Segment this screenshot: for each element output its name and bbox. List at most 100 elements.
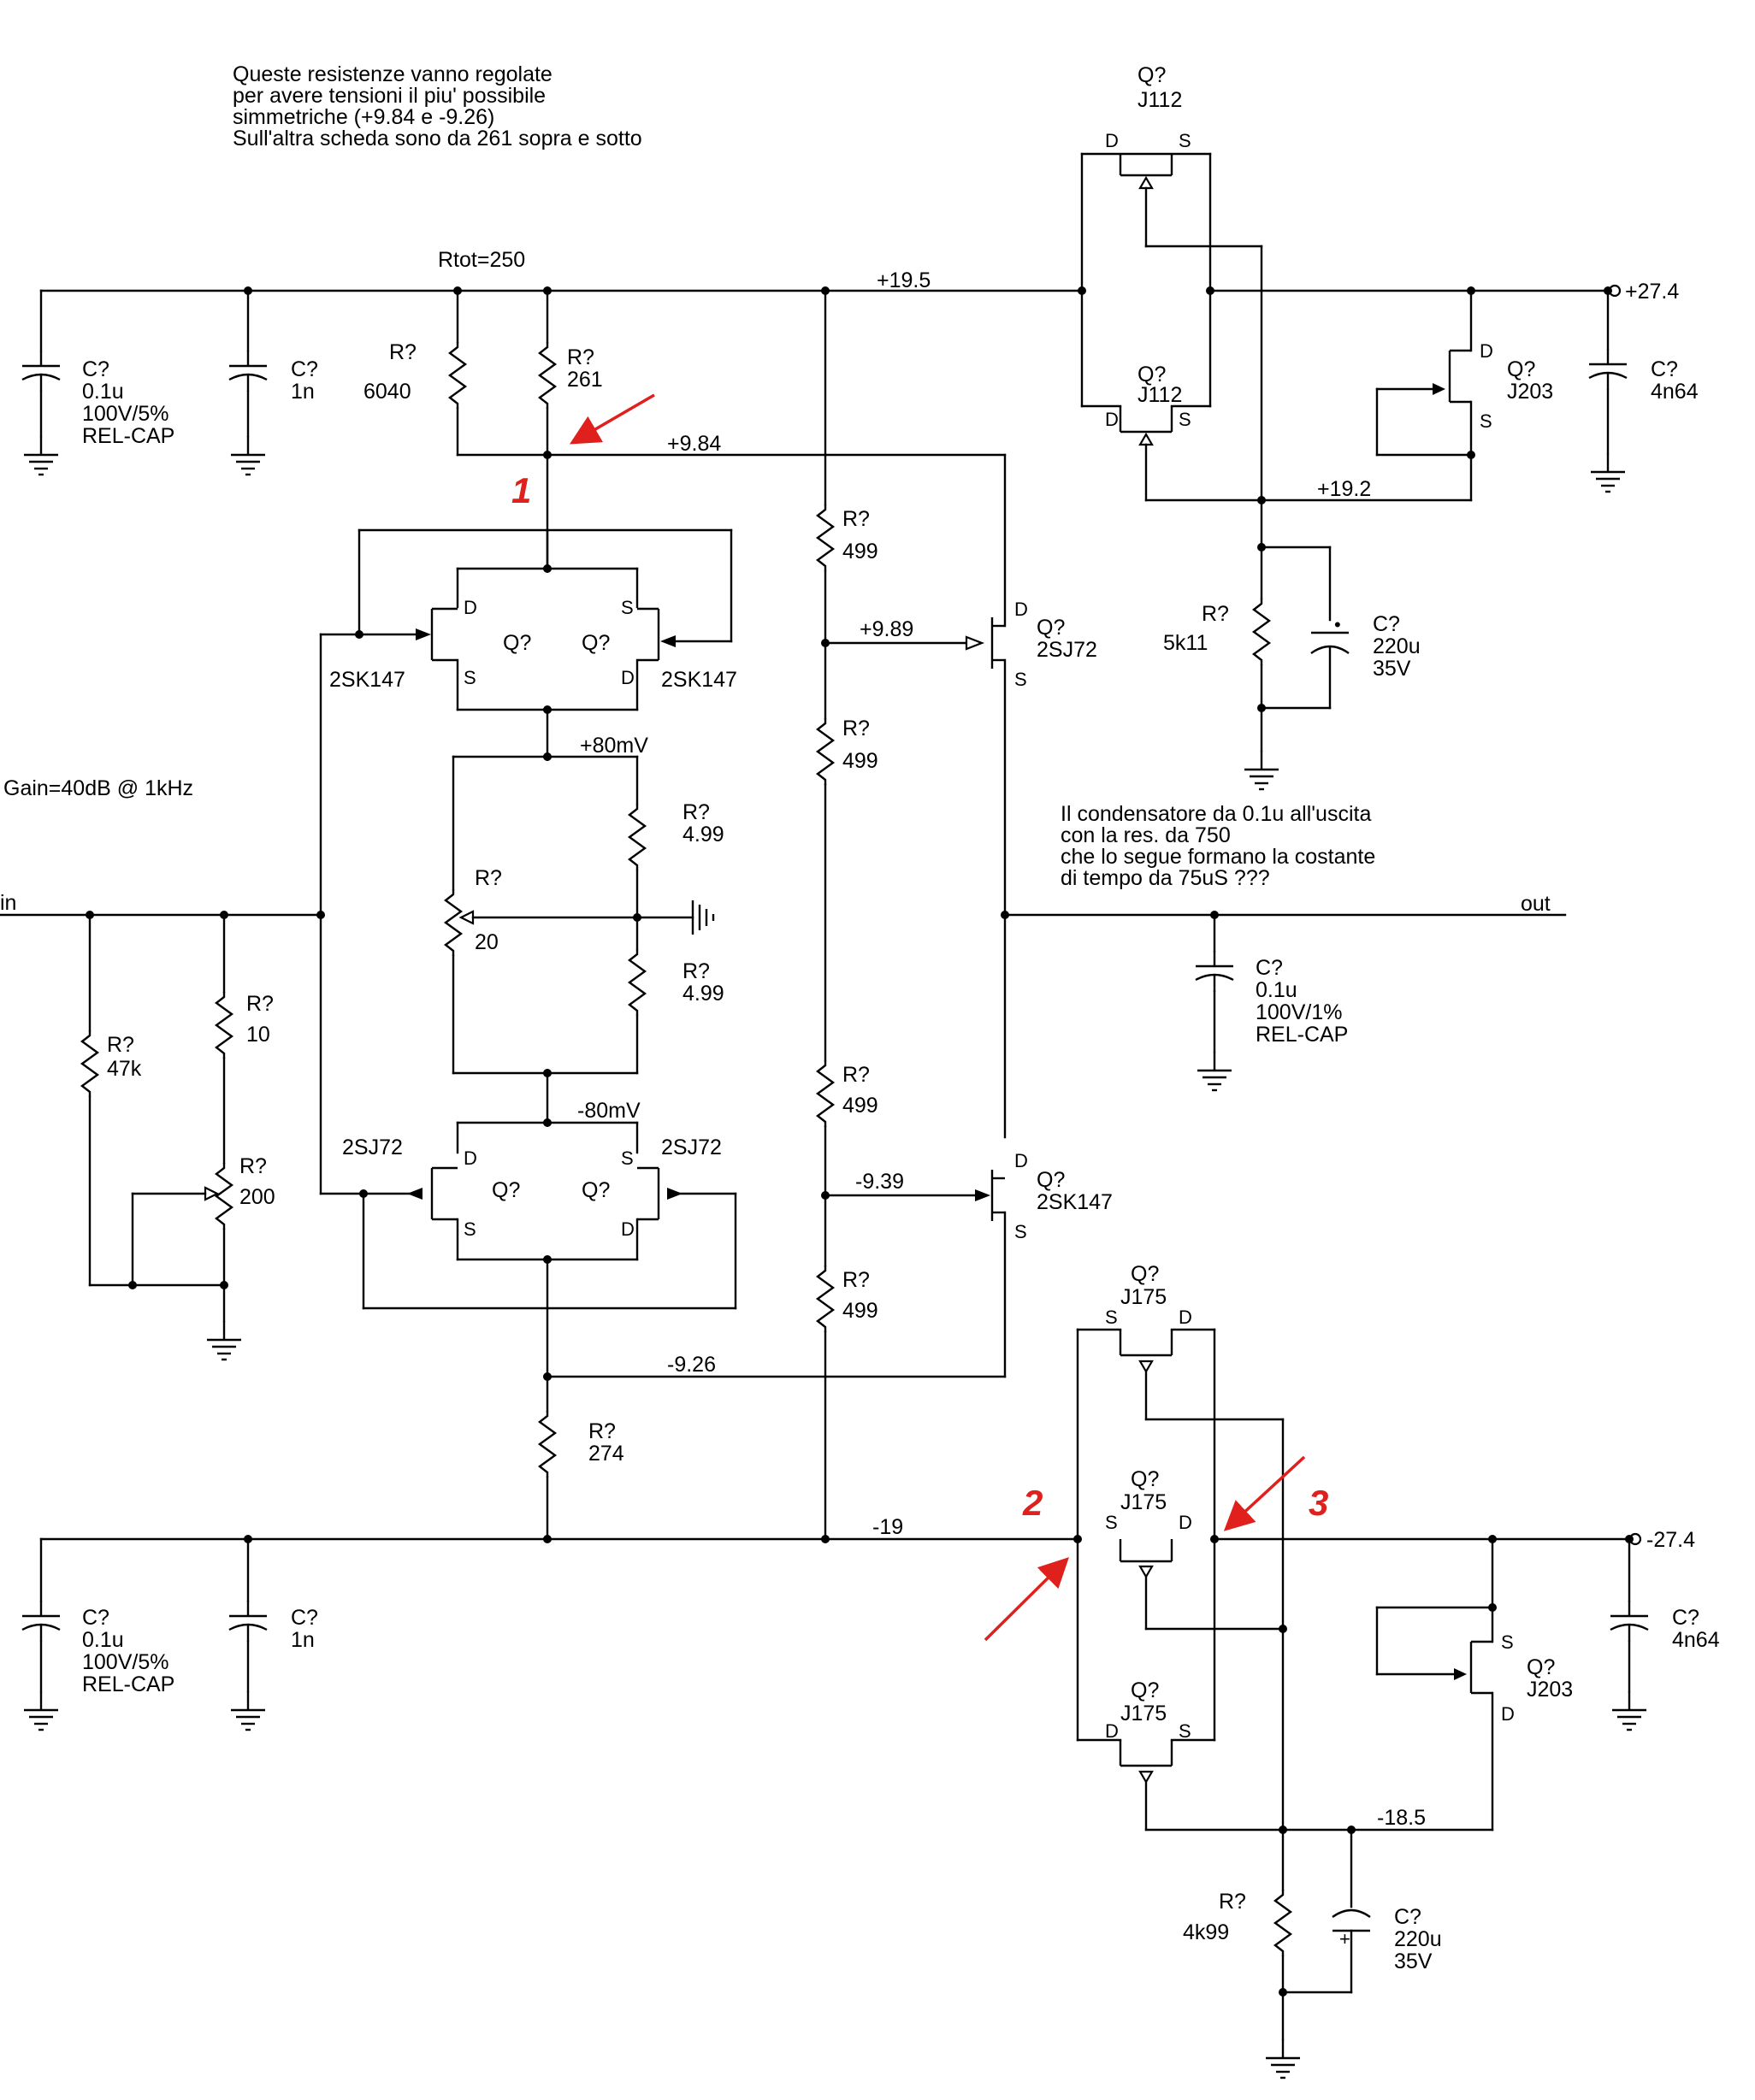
q-designator: Q?	[1131, 1678, 1159, 1702]
res-designator: R?	[682, 959, 710, 983]
net-label: -18.5	[1377, 1806, 1426, 1830]
res-designator: R?	[842, 1268, 870, 1292]
pin-label: D	[621, 667, 635, 688]
cap-value: 220u	[1394, 1927, 1442, 1951]
net-label: +9.89	[860, 617, 913, 641]
annotation-arrow-2	[984, 1557, 1069, 1642]
vpos-label: +27.4	[1625, 280, 1679, 304]
annotation-arrow-3	[1223, 1455, 1306, 1531]
note-right-line: che lo segue formano la costante	[1061, 845, 1375, 869]
part-number: J112	[1138, 88, 1182, 112]
cap-value: 0.1u	[1256, 978, 1297, 1002]
svg-text:•: •	[1334, 614, 1341, 635]
annotation-marker-1: 1	[511, 470, 531, 510]
pin-label: D	[621, 1218, 635, 1240]
part-number: J203	[1507, 380, 1553, 404]
note-top-line: simmetriche (+9.84 e -9.26)	[233, 105, 494, 129]
res-designator: R?	[588, 1419, 616, 1443]
net-label: -9.39	[855, 1170, 904, 1194]
cap-designator: C?	[291, 357, 318, 381]
net-label: +19.5	[877, 268, 931, 292]
cap-rating: 100V/5%	[82, 1650, 168, 1674]
cap-type: REL-CAP	[82, 1672, 174, 1696]
annotation-marker-2: 2	[1022, 1483, 1043, 1523]
pin-label: S	[1105, 1512, 1118, 1533]
q-designator: Q?	[582, 631, 610, 655]
res-designator: R?	[1202, 602, 1229, 626]
annotation-arrow-1	[569, 393, 655, 445]
vneg-label: -27.4	[1646, 1528, 1695, 1552]
pin-label: S	[464, 1218, 476, 1240]
res-designator: R?	[475, 866, 502, 890]
pin-label: D	[464, 1147, 477, 1169]
net-label: +9.84	[667, 432, 721, 456]
res-value: 4k99	[1183, 1920, 1229, 1944]
note-top-line: per avere tensioni il piu' possibile	[233, 84, 546, 108]
pin-label: S	[1179, 409, 1191, 430]
q-designator: Q?	[1131, 1467, 1159, 1491]
pin-label: S	[621, 597, 634, 618]
svg-text:+: +	[1339, 1928, 1350, 1950]
res-value: 10	[246, 1023, 270, 1047]
pin-label: S	[1105, 1307, 1118, 1328]
part-number: 2SJ72	[1037, 638, 1097, 662]
res-designator: R?	[239, 1154, 267, 1178]
cap-rating: 100V/1%	[1256, 1000, 1342, 1024]
part-number: J203	[1527, 1678, 1573, 1702]
net-label: +19.2	[1317, 477, 1371, 501]
net-label: +80mV	[580, 734, 648, 758]
res-value: 499	[842, 749, 878, 773]
pin-label: S	[1179, 1720, 1191, 1742]
out-label: out	[1521, 892, 1551, 916]
pin-label: D	[1014, 599, 1028, 620]
cap-designator: C?	[1672, 1606, 1699, 1630]
note-top-line: Queste resistenze vanno regolate	[233, 62, 552, 86]
res-value: 4.99	[682, 982, 724, 1006]
pin-label: D	[1014, 1150, 1028, 1171]
pin-label: S	[1501, 1631, 1514, 1653]
res-value: 499	[842, 1094, 878, 1118]
cap-designator: C?	[82, 357, 109, 381]
in-label: in	[0, 891, 16, 915]
cap-value: 4n64	[1672, 1628, 1720, 1652]
res-value: 499	[842, 540, 878, 563]
cap-designator: C?	[1651, 357, 1678, 381]
q-designator: Q?	[1037, 1168, 1065, 1192]
note-right-line: con la res. da 750	[1061, 823, 1231, 847]
q-designator: Q?	[492, 1178, 520, 1202]
part-number: J175	[1120, 1285, 1167, 1309]
q-designator: Q?	[1037, 616, 1065, 640]
part-number: 2SJ72	[342, 1136, 403, 1159]
cap-value: 0.1u	[82, 380, 124, 404]
cap-designator: C?	[1394, 1905, 1421, 1929]
cap-designator: C?	[291, 1606, 318, 1630]
q-designator: Q?	[503, 631, 531, 655]
cap-rating: 35V	[1373, 657, 1411, 681]
part-number: 2SK147	[329, 668, 405, 692]
cap-value: 4n64	[1651, 380, 1699, 404]
part-number: 2SK147	[1037, 1190, 1113, 1214]
cap-value: 220u	[1373, 634, 1421, 658]
res-designator: R?	[107, 1033, 134, 1057]
res-value: 499	[842, 1299, 878, 1323]
net-label: -80mV	[577, 1099, 641, 1123]
res-designator: R?	[567, 345, 594, 369]
res-designator: R?	[1219, 1890, 1246, 1914]
note-right: Il condensatore da 0.1u all'uscita con l…	[1061, 802, 1375, 890]
q-designator: Q?	[1507, 357, 1535, 381]
q-designator: Q?	[1138, 63, 1166, 87]
cap-rating: 100V/5%	[82, 402, 168, 426]
q-designator: Q?	[582, 1178, 610, 1202]
net-label: -9.26	[667, 1353, 716, 1377]
pin-label: D	[1105, 409, 1119, 430]
res-designator: R?	[842, 717, 870, 740]
res-value: 20	[475, 930, 499, 954]
gain-note: Gain=40dB @ 1kHz	[3, 776, 193, 800]
pin-label: D	[1105, 1720, 1119, 1742]
res-designator: R?	[842, 1063, 870, 1087]
pin-label: D	[1105, 130, 1119, 151]
note-right-line: Il condensatore da 0.1u all'uscita	[1061, 802, 1371, 826]
annotation-marker-3: 3	[1309, 1483, 1328, 1523]
cap-value: 1n	[291, 1628, 315, 1652]
